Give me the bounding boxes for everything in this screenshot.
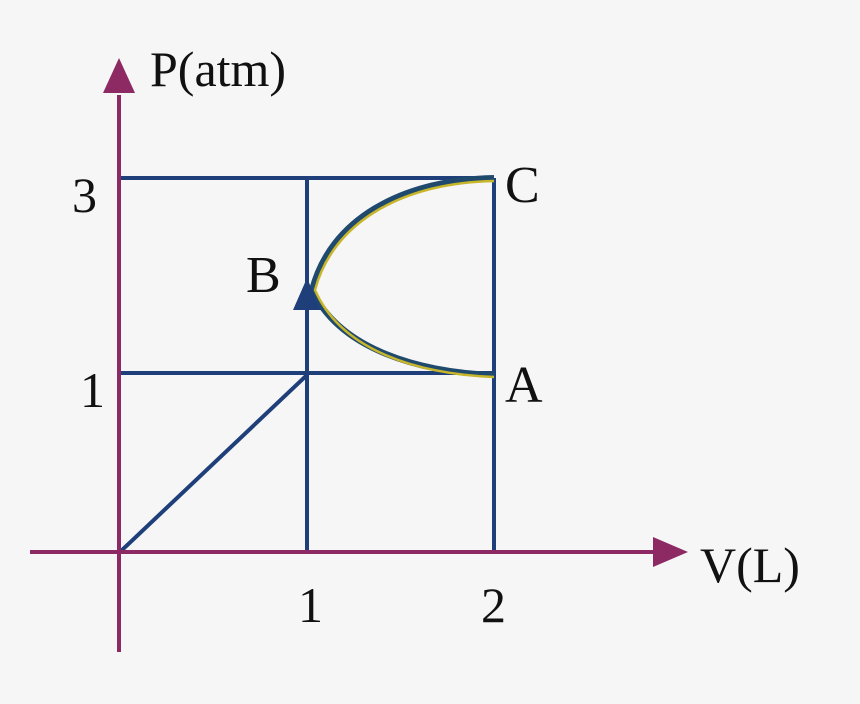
point-b-label: B — [246, 247, 281, 304]
axes — [30, 95, 655, 652]
p-tick-3: 3 — [72, 167, 97, 223]
guide-lines — [119, 176, 496, 553]
abc-curve — [308, 175, 495, 379]
arrow-up-icon — [293, 278, 321, 310]
p-axis-label: P(atm) — [150, 41, 287, 97]
v-tick-2: 2 — [481, 577, 506, 633]
p-tick-1: 1 — [80, 362, 105, 418]
origin-diagonal-line — [119, 373, 309, 553]
v-tick-1: 1 — [298, 577, 323, 633]
point-a-label: A — [505, 357, 543, 414]
v-axis-label: V(L) — [700, 537, 800, 593]
point-c-label: C — [505, 157, 540, 214]
p-axis-arrow-icon — [103, 58, 135, 93]
v-axis-arrow-icon — [653, 537, 688, 567]
